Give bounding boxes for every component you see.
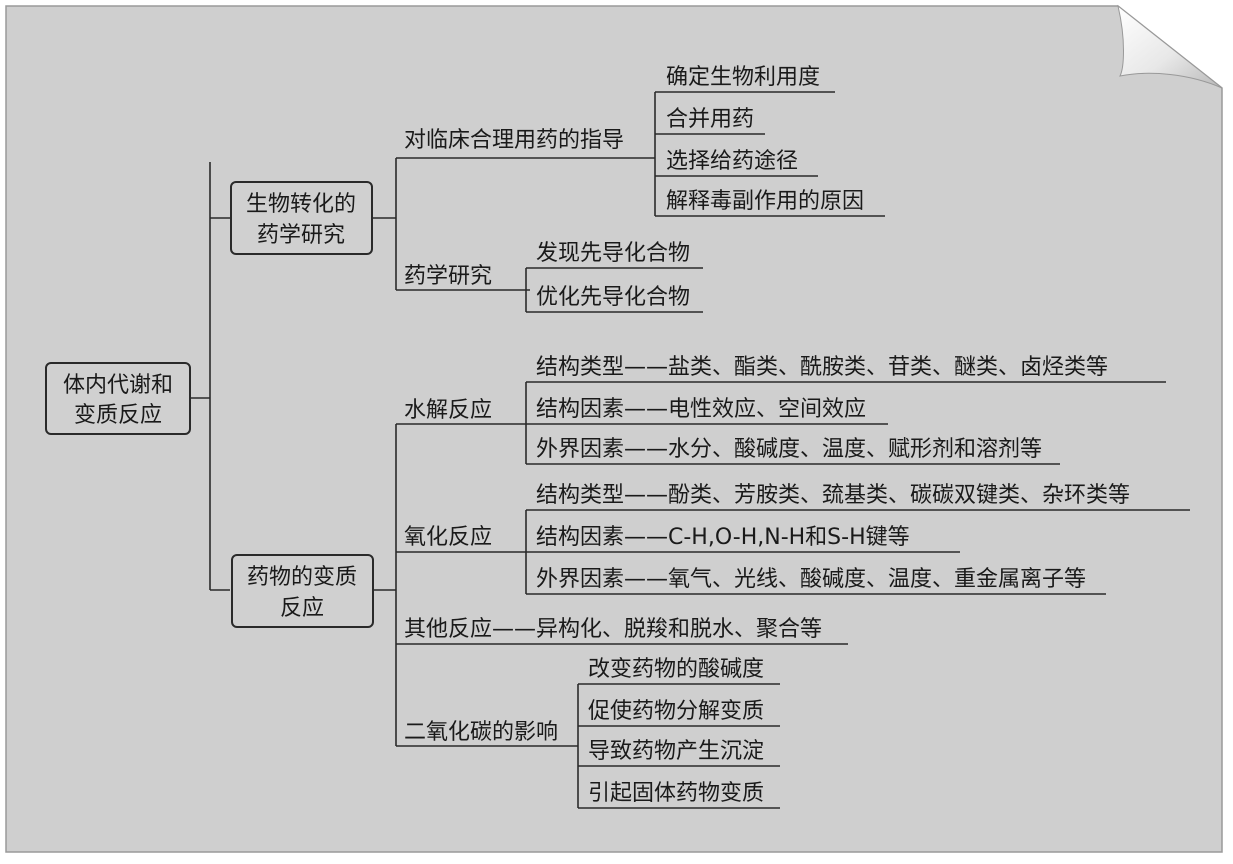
root-node: 体内代谢和 变质反应 bbox=[45, 362, 191, 435]
branch2-node: 药物的变质 反应 bbox=[231, 554, 374, 628]
clinical-item-3: 选择给药途径 bbox=[666, 149, 798, 174]
oxidation-label: 氧化反应 bbox=[404, 525, 492, 550]
oxidation-item-1: 结构类型——酚类、芳胺类、巯基类、碳碳双键类、杂环类等 bbox=[536, 483, 1130, 508]
oxidation-item-2: 结构因素——C-H,O-H,N-H和S-H键等 bbox=[536, 525, 910, 550]
clinical-item-1: 确定生物利用度 bbox=[666, 65, 820, 90]
clinical-item-2: 合并用药 bbox=[666, 107, 754, 132]
co2-item-3: 导致药物产生沉淀 bbox=[588, 739, 764, 764]
branch2-line2: 反应 bbox=[280, 596, 324, 621]
hydrolysis-item-3: 外界因素——水分、酸碱度、温度、赋形剂和溶剂等 bbox=[536, 437, 1042, 462]
page-curl bbox=[1117, 4, 1223, 89]
branch2-line1: 药物的变质 bbox=[247, 565, 357, 590]
co2-item-2: 促使药物分解变质 bbox=[588, 699, 764, 724]
pharma-item-1: 发现先导化合物 bbox=[536, 241, 690, 266]
branch1-line1: 生物转化的 bbox=[246, 192, 356, 217]
root-line1: 体内代谢和 bbox=[63, 373, 173, 398]
connector-lines bbox=[190, 91, 1190, 809]
clinical-label: 对临床合理用药的指导 bbox=[404, 128, 624, 153]
co2-label: 二氧化碳的影响 bbox=[404, 720, 558, 745]
root-line2: 变质反应 bbox=[74, 403, 162, 428]
other-label: 其他反应——异构化、脱羧和脱水、聚合等 bbox=[404, 617, 822, 642]
co2-item-1: 改变药物的酸碱度 bbox=[588, 657, 764, 682]
oxidation-item-3: 外界因素——氧气、光线、酸碱度、温度、重金属离子等 bbox=[536, 567, 1086, 592]
branch1-node: 生物转化的 药学研究 bbox=[230, 181, 373, 255]
hydrolysis-label: 水解反应 bbox=[404, 398, 492, 423]
pharma-label: 药学研究 bbox=[404, 264, 492, 289]
hydrolysis-item-1: 结构类型——盐类、酯类、酰胺类、苷类、醚类、卤烃类等 bbox=[536, 355, 1108, 380]
pharma-item-2: 优化先导化合物 bbox=[536, 285, 690, 310]
hydrolysis-item-2: 结构因素——电性效应、空间效应 bbox=[536, 397, 866, 422]
co2-item-4: 引起固体药物变质 bbox=[588, 781, 764, 806]
clinical-item-4: 解释毒副作用的原因 bbox=[666, 189, 864, 214]
branch1-line2: 药学研究 bbox=[257, 223, 345, 248]
